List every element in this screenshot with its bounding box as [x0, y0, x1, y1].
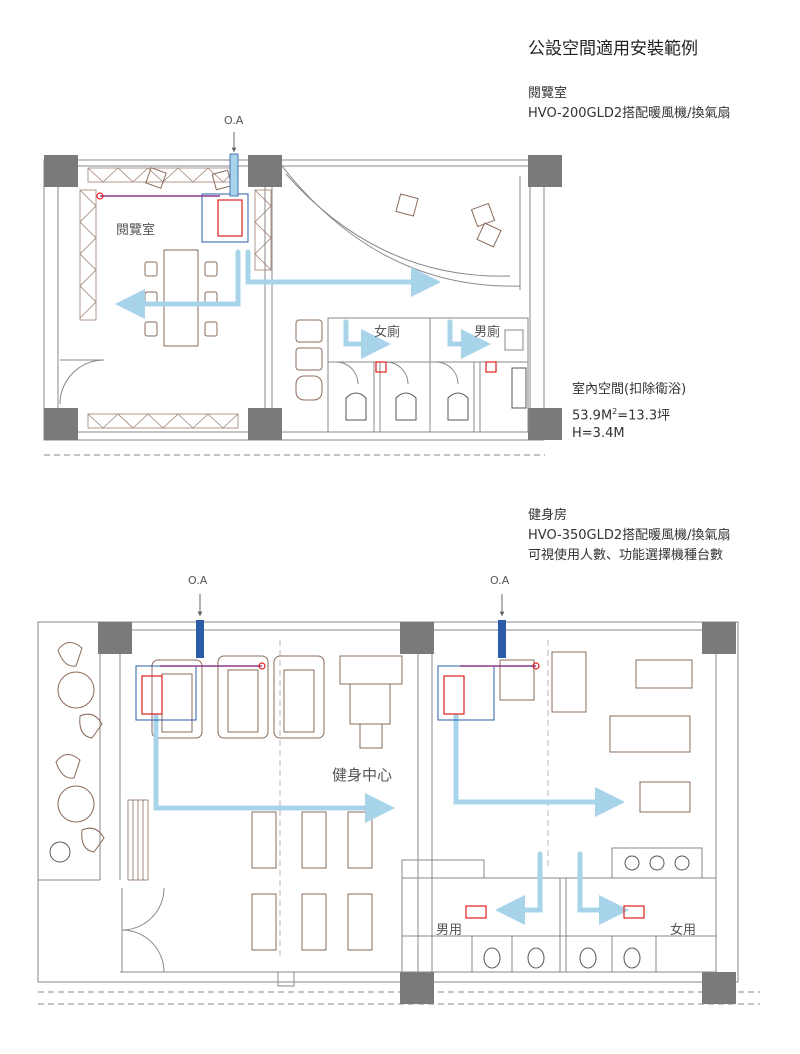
gym-airflow-arrows — [153, 713, 629, 925]
exhaust-fan-2 — [485, 361, 497, 373]
erv-unit-1 — [96, 132, 249, 243]
erv-unit-3 — [437, 594, 540, 721]
exhaust-fan-4 — [623, 905, 645, 919]
section1-heading: 閱覽室 — [528, 86, 568, 101]
section1-spec-title: 室內空間(扣除衛浴) — [572, 382, 687, 397]
section1-model: HVO-200GLD2搭配暖風機/換氣扇 — [528, 106, 731, 121]
airflow-arrows — [115, 249, 491, 359]
section2-note: 可視使用人數、功能選擇機種台數 — [528, 548, 724, 563]
exercise-mats — [251, 811, 373, 951]
section2-heading: 健身房 — [528, 508, 568, 523]
oa-label-1: O.A — [224, 114, 244, 127]
treadmills — [151, 655, 325, 739]
plan-reading-room: O.A 閱覽室 女廁 男廁 — [43, 114, 562, 456]
reading-table — [144, 249, 218, 347]
page-title: 公設空間適用安裝範例 — [528, 39, 698, 59]
erv-unit-2 — [135, 594, 266, 721]
exhaust-fan-3 — [465, 905, 487, 919]
gym-center-label: 健身中心 — [332, 766, 392, 784]
plan-gym: O.A O.A 健身中心 男用 女用 — [37, 574, 760, 1005]
womens-restroom-label: 女廁 — [374, 324, 400, 340]
gym-columns — [98, 622, 736, 1004]
mens-use-label: 男用 — [436, 923, 462, 938]
oa-label-3: O.A — [490, 574, 510, 587]
restroom-block-2 — [401, 847, 717, 973]
section2-model: HVO-350GLD2搭配暖風機/換氣扇 — [528, 528, 731, 543]
exhaust-fan-1 — [375, 361, 387, 373]
weight-machines — [339, 651, 693, 813]
door — [59, 359, 105, 405]
balcony-furniture — [49, 642, 105, 863]
wall-columns — [44, 155, 562, 440]
section1-spec-height: H=3.4M — [572, 426, 625, 441]
section1-spec-area: 53.9M2=13.3坪 — [572, 407, 671, 424]
mens-restroom-label: 男廁 — [474, 324, 500, 340]
reading-room-label: 閱覽室 — [116, 222, 155, 238]
oa-label-2: O.A — [188, 574, 208, 587]
womens-use-label: 女用 — [670, 922, 696, 938]
